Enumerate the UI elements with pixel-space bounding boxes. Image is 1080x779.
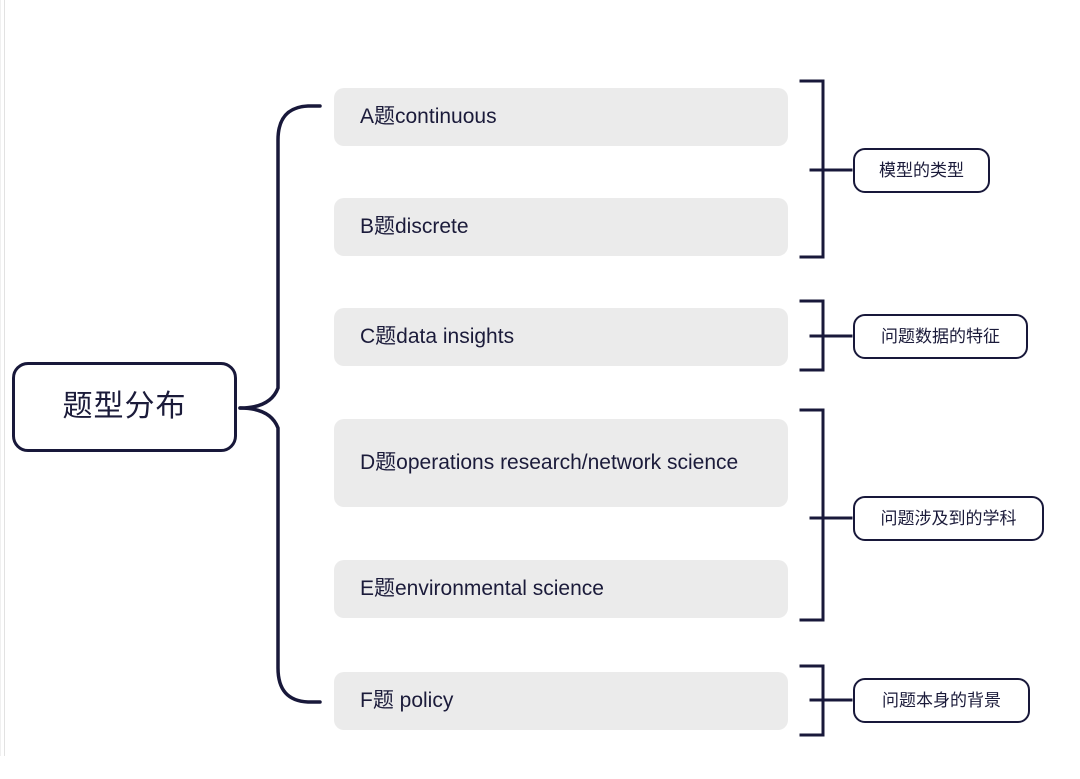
category-pill-2[interactable]: 问题数据的特征 — [853, 314, 1028, 359]
page-edge-line-outer — [0, 0, 1, 756]
page-edge-line — [4, 0, 5, 756]
category-pill-3[interactable]: 问题涉及到的学科 — [853, 496, 1044, 541]
category-pill-4[interactable]: 问题本身的背景 — [853, 678, 1030, 723]
category-label-1: 模型的类型 — [879, 161, 964, 180]
bracket-category-2 — [799, 299, 825, 372]
bracket-category-3 — [799, 408, 825, 622]
item-label-d: D题operations research/network science — [360, 450, 739, 474]
item-label-c: C题data insights — [360, 324, 515, 348]
brace-lower-arm — [238, 406, 322, 704]
category-pill-1[interactable]: 模型的类型 — [853, 148, 990, 193]
item-box-b[interactable]: B题discrete — [334, 198, 788, 256]
category-label-4: 问题本身的背景 — [882, 691, 1001, 710]
item-box-d[interactable]: D题operations research/network science — [334, 419, 788, 507]
bracket-category-4 — [799, 664, 825, 737]
brace-upper-arm — [238, 104, 322, 410]
item-box-e[interactable]: E题environmental science — [334, 560, 788, 618]
item-box-c[interactable]: C题data insights — [334, 308, 788, 366]
root-node-label: 题型分布 — [62, 390, 187, 423]
item-label-e: E题environmental science — [360, 576, 604, 600]
item-label-f: F题 policy — [360, 688, 454, 712]
item-label-b: B题discrete — [360, 214, 469, 238]
bracket-category-1 — [799, 79, 825, 259]
category-label-3: 问题涉及到的学科 — [880, 509, 1017, 528]
root-node[interactable]: 题型分布 — [12, 362, 237, 452]
item-box-f[interactable]: F题 policy — [334, 672, 788, 730]
item-label-a: A题continuous — [360, 104, 497, 128]
item-box-a[interactable]: A题continuous — [334, 88, 788, 146]
category-label-2: 问题数据的特征 — [881, 327, 1000, 346]
